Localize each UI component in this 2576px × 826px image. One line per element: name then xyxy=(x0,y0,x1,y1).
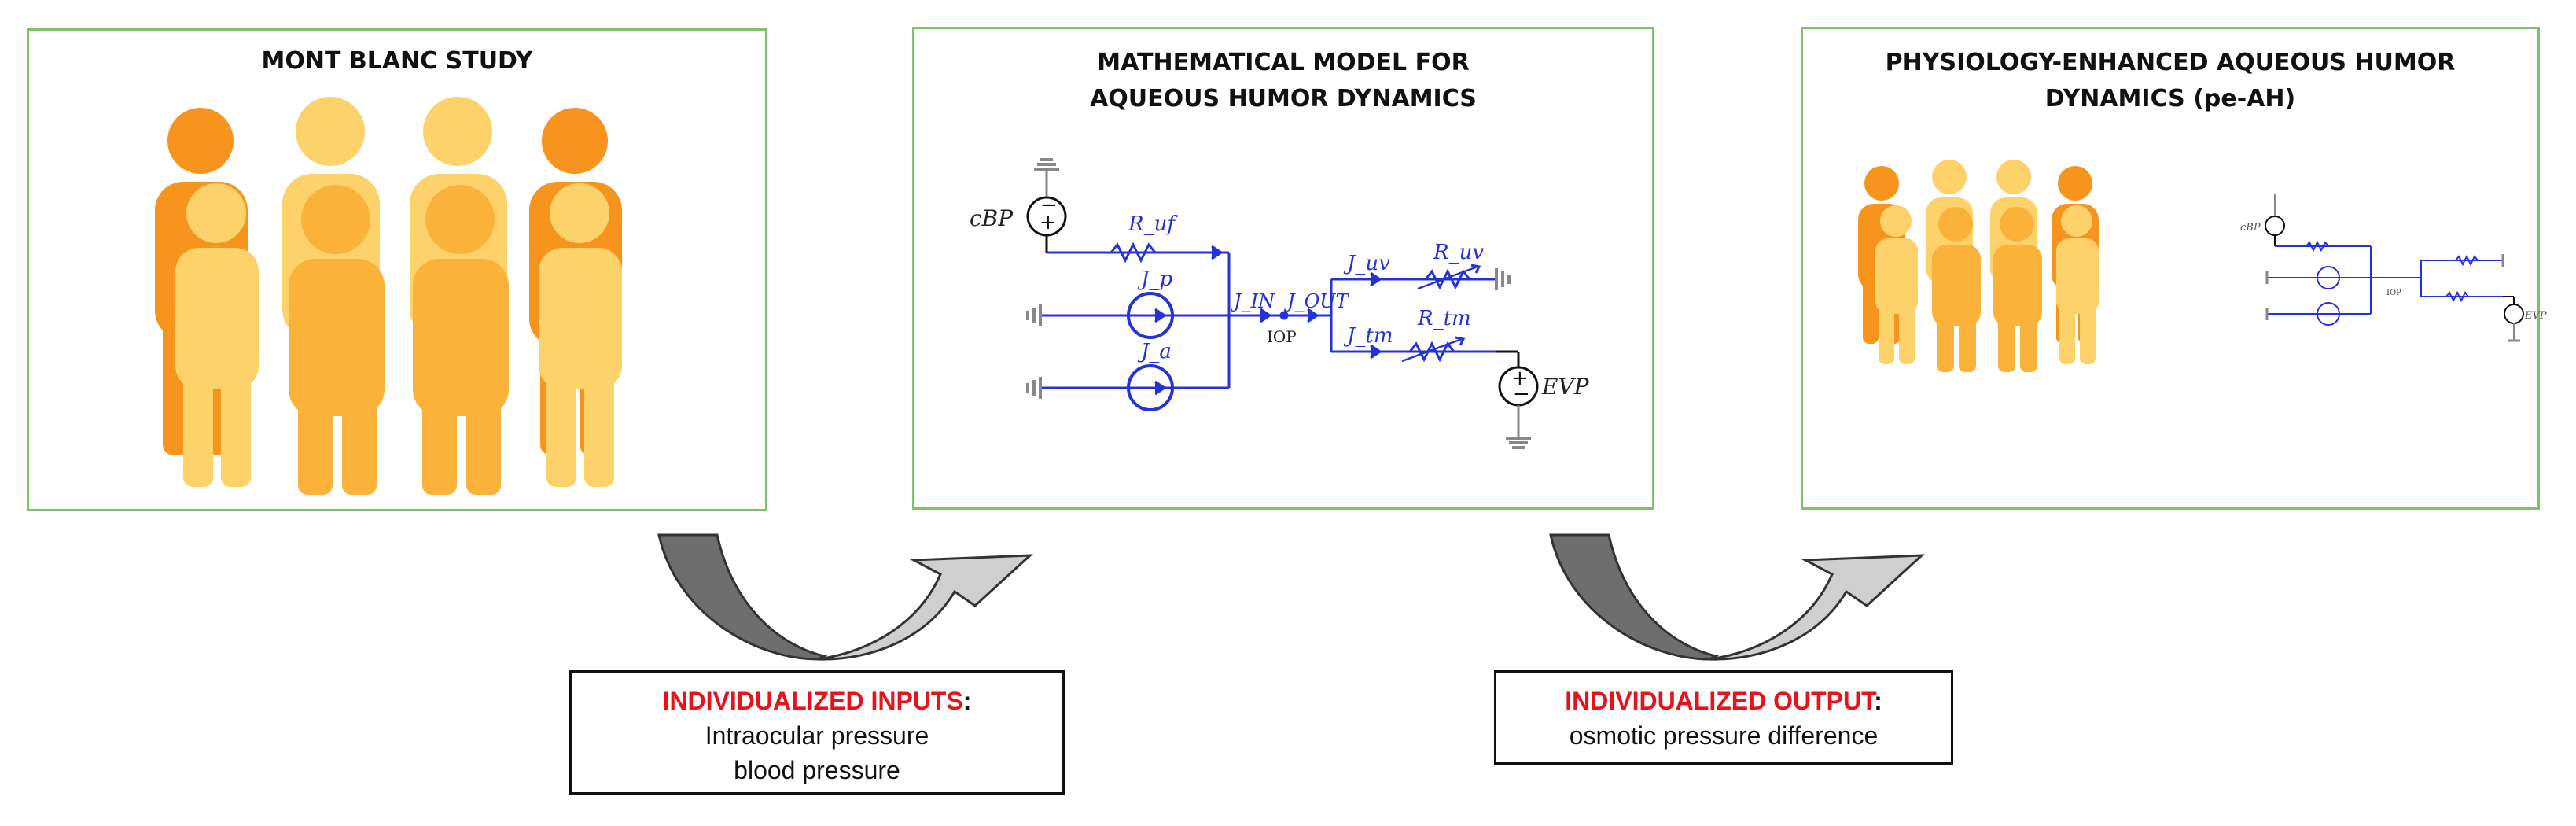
panel-title: MATHEMATICAL MODEL FOR AQUEOUS HUMOR DYN… xyxy=(1090,49,1477,112)
label-ja: J_a xyxy=(1137,340,1172,363)
output-line-1: osmotic pressure difference xyxy=(1569,721,1879,750)
label-evp: EVP xyxy=(1541,374,1590,400)
current-source-ja xyxy=(1127,364,1174,411)
person-figure xyxy=(413,185,509,495)
svg-text:+: + xyxy=(1511,367,1529,390)
svg-text:−: − xyxy=(1040,194,1058,217)
label-ruv: R_uv xyxy=(1433,241,1484,264)
panel-pe-ah: PHYSIOLOGY-ENHANCED AQUEOUS HUMOR DYNAMI… xyxy=(1801,27,2547,510)
curved-arrow-2 xyxy=(1549,533,1926,661)
inputs-heading: INDIVIDUALIZED INPUTS xyxy=(662,687,963,715)
inputs-line-1: Intraocular pressure xyxy=(705,721,929,750)
label-jout: J_OUT xyxy=(1283,290,1350,312)
label-jin: J_IN xyxy=(1230,290,1275,312)
label-cbp-small: cBP xyxy=(2240,222,2261,234)
label-juv: J_uv xyxy=(1343,252,1390,275)
label-jp: J_p xyxy=(1137,267,1172,291)
individualized-output-box: INDIVIDUALIZED OUTPUT: osmotic pressure … xyxy=(1494,670,1953,765)
circuit-diagram-small xyxy=(2265,194,2524,342)
label-evp-small: EVP xyxy=(2524,310,2547,322)
resistor-ruf xyxy=(1110,242,1157,264)
ground-symbols xyxy=(1026,268,1531,449)
label-iop-small: IOP xyxy=(2386,289,2401,297)
svg-text:+: + xyxy=(1040,211,1057,234)
svg-text:−: − xyxy=(1513,382,1530,406)
panel-mont-blanc-study: MONT BLANC STUDY xyxy=(27,28,767,511)
people-group-small xyxy=(1858,160,2099,372)
person-figure xyxy=(175,183,259,487)
panel-title: MONT BLANC STUDY xyxy=(261,47,533,75)
label-cbp: cBP xyxy=(970,205,1014,231)
inputs-line-2: blood pressure xyxy=(734,756,900,784)
current-source-jp xyxy=(1127,292,1174,339)
label-jtm: J_tm xyxy=(1343,324,1393,348)
label-rtm: R_tm xyxy=(1417,307,1471,330)
panel-title: PHYSIOLOGY-ENHANCED AQUEOUS HUMOR DYNAMI… xyxy=(1885,49,2456,112)
panel-mathematical-model: MATHEMATICAL MODEL FOR AQUEOUS HUMOR DYN… xyxy=(912,27,1654,510)
people-group-illustration xyxy=(155,97,622,495)
individualized-inputs-box: INDIVIDUALIZED INPUTS: Intraocular press… xyxy=(569,670,1065,795)
curved-arrow-1 xyxy=(657,533,1034,661)
person-figure xyxy=(539,183,622,487)
circuit-diagram: − + + − cBP R_uf J_p J_a J_IN J_OUT IOP … xyxy=(970,158,1590,449)
person-figure xyxy=(289,185,385,495)
label-iop: IOP xyxy=(1267,327,1297,346)
output-heading: INDIVIDUALIZED OUTPUT xyxy=(1565,687,1875,715)
pe-ah-illustration: cBP EVP IOP xyxy=(1858,160,2547,372)
label-ruf: R_uf xyxy=(1128,212,1178,236)
